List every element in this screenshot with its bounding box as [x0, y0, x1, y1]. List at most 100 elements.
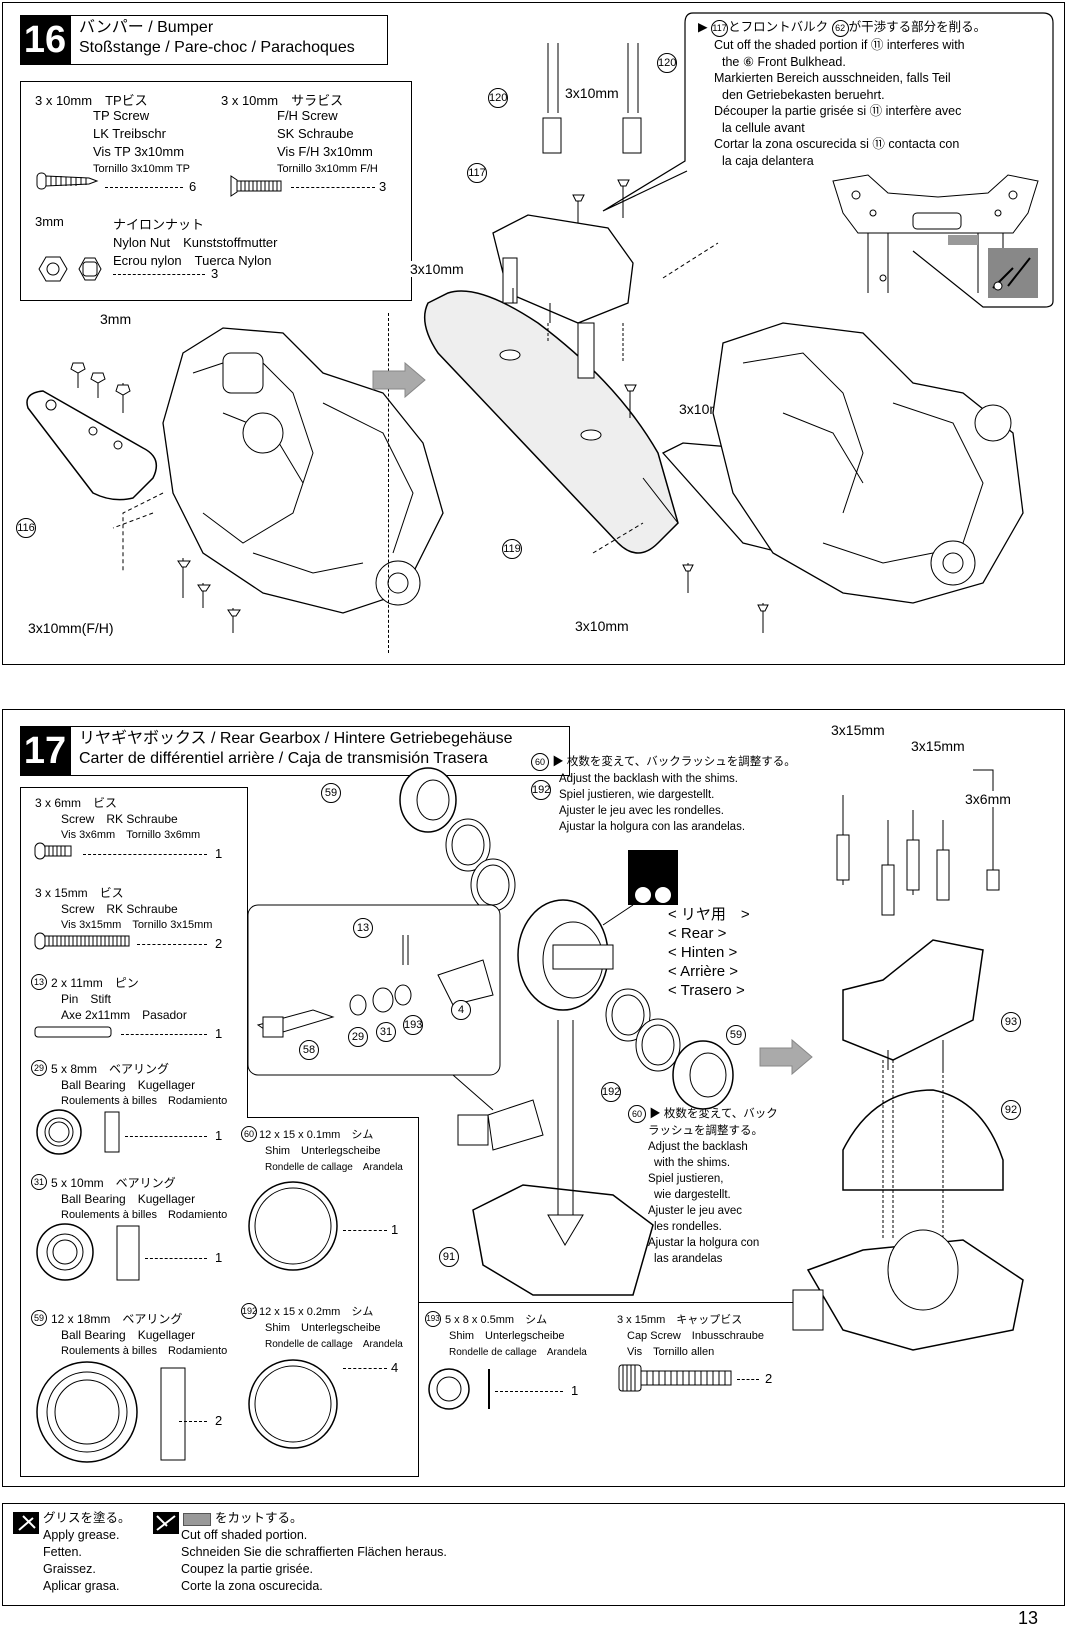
- step17-section: 17 リヤギヤボックス / Rear Gearbox / Hintere Get…: [2, 709, 1065, 1487]
- backlash-ref-60: 60: [531, 753, 549, 771]
- callout-120-right: 120: [657, 53, 677, 73]
- bearing-5x8-icon: [36, 1109, 120, 1155]
- backlash-bottom-en2: with the shims.: [654, 1157, 731, 1169]
- callout-29: 29: [348, 1027, 368, 1047]
- callout-117: 117: [467, 163, 487, 183]
- legend-section: グリスを塗る。 Apply grease. Fetten. Graissez. …: [2, 1503, 1065, 1606]
- extra-2-name-b: Vis Tornillo allen: [627, 1346, 715, 1358]
- pin-icon: [34, 1026, 112, 1038]
- part-6-name-a: Ball Bearing Kugellager: [61, 1328, 196, 1342]
- tp-screw-leader: [105, 187, 183, 188]
- shim-2-name-a: Shim Unterlegscheibe: [265, 1322, 381, 1334]
- callout-31: 31: [376, 1022, 396, 1042]
- callout-4: 4: [451, 1000, 471, 1020]
- screw-bottom-label: 3x10mm: [575, 618, 629, 634]
- nylon-nut-icon: [38, 256, 102, 282]
- nut-name-en-de: Nylon Nut Kunststoffmutter: [113, 235, 278, 250]
- callout-116: 116: [16, 518, 36, 538]
- screw-top-label: 3x10mm: [565, 85, 619, 101]
- backlash-bottom-en1: Adjust the backlash: [648, 1141, 748, 1153]
- callout-91: 91: [439, 1247, 459, 1267]
- step16-number: 16: [20, 15, 70, 65]
- step16-title-line2: Stoßstange / Pare-choc / Parachoques: [79, 39, 355, 56]
- callout-59-bottom: 59: [726, 1025, 746, 1045]
- assembly-divider: [388, 313, 389, 653]
- note-line-fr1: Découper la partie grisée si ⑪ interfère…: [714, 104, 962, 118]
- note-fr-a: Découper la partie grisée si: [714, 104, 867, 118]
- step17-parts-box: 3 x 6mm ビス Screw RK Schraube Vis 3x6mm T…: [20, 787, 248, 1477]
- part-2-count: 2: [215, 936, 223, 951]
- note-line-en1: Cut off the shaded portion if ⑪ interfer…: [714, 38, 965, 52]
- shim-2-id: 192: [241, 1303, 257, 1319]
- legend-cut: をカットする。 Cut off shaded portion. Schneide…: [181, 1510, 447, 1595]
- callout-119: 119: [502, 539, 522, 559]
- part-5-name-b: Roulements à billes Rodamiento: [61, 1209, 228, 1221]
- cut-shaded-icon: [988, 248, 1038, 298]
- backlash-bottom-jp1: 枚数を変えて、バック: [663, 1108, 778, 1120]
- shim-1-id: 60: [241, 1126, 257, 1142]
- part-3-name-a: Pin Stift: [61, 992, 112, 1006]
- note-line-en2: the ⑥ Front Bulkhead.: [722, 54, 846, 69]
- rear-labels: < リヤ用 > < Rear > < Hinten > < Arrière > …: [668, 905, 750, 1000]
- callout-193: 193: [403, 1015, 423, 1035]
- part-5-id: 31: [31, 1174, 47, 1190]
- part-3-name-b: Axe 2x11mm Pasador: [61, 1008, 187, 1022]
- bearing-12x18-icon: [36, 1361, 186, 1463]
- fh-screw-count: 3: [379, 179, 387, 194]
- nut-size: 3mm: [35, 214, 64, 229]
- part-5-count: 1: [215, 1250, 223, 1265]
- part-3-size: 2 x 11mm ピン: [51, 976, 139, 990]
- rear-label-fr: < Arrière >: [668, 963, 739, 980]
- cut-en: Cut off shaded portion.: [181, 1528, 308, 1542]
- callout-13: 13: [353, 918, 373, 938]
- backlash-top-line1: 60 ▶ 枚数を変えて、バックラッシュを調整する。: [531, 753, 796, 771]
- fh-screw-name-de: SK Schraube: [277, 126, 354, 141]
- rear-label-de: < Hinten >: [668, 944, 738, 961]
- note-ref-117: 117: [711, 20, 729, 37]
- page-number: 13: [1017, 1608, 1038, 1628]
- tp-screw-count: 6: [189, 179, 197, 194]
- shim-1-leader: [343, 1230, 387, 1231]
- fh-screw-size: 3 x 10mm サラビス: [221, 93, 344, 108]
- part-6-leader: [179, 1421, 207, 1422]
- part-4-id: 29: [31, 1060, 47, 1076]
- front-chassis-drawing-left: [26, 327, 444, 633]
- nut-3mm-label: 3mm: [100, 311, 132, 327]
- backlash-ref-192: 192: [531, 780, 551, 800]
- part-6-size: 12 x 18mm ベアリング: [51, 1312, 183, 1326]
- backlash-bottom-jp2: ラッシュを調整する。: [648, 1125, 763, 1137]
- step17-shim-box: 60 12 x 15 x 0.1mm シム Shim Unterlegschei…: [241, 1117, 419, 1477]
- extra-1-id: 193: [425, 1311, 441, 1327]
- note-es-a: Cortar la zona oscurecida si: [714, 137, 869, 151]
- part-4-count: 1: [215, 1128, 223, 1143]
- cut-icon: [153, 1512, 179, 1534]
- extra-2-leader: [737, 1379, 759, 1380]
- part-3-leader: [121, 1034, 207, 1035]
- part-5-leader: [145, 1258, 207, 1259]
- backlash-top-fr: Ajuster le jeu avec les rondelles.: [559, 805, 724, 817]
- part-6-count: 2: [215, 1413, 223, 1428]
- tp-screw-name-de: LK Treibschr: [93, 126, 166, 141]
- cut-es: Corte la zona oscurecida.: [181, 1579, 323, 1593]
- part-3-id: 13: [31, 974, 47, 990]
- note-en-c: the: [722, 54, 740, 69]
- grease-es: Aplicar grasa.: [43, 1579, 120, 1593]
- backlash-ref-60-b: 60: [628, 1105, 646, 1123]
- rear-label-en: < Rear >: [668, 925, 727, 942]
- backlash-top-en: Adjust the backlash with the shims.: [559, 773, 738, 785]
- grease-icon: [13, 1512, 39, 1534]
- backlash-bottom-es2: las arandelas: [654, 1253, 723, 1265]
- screw-fh-label: 3x10mm(F/H): [28, 620, 114, 636]
- shim-0.2-icon: [248, 1359, 338, 1449]
- rear-gearbox-assembled-drawing: [792, 769, 1024, 1351]
- part-2-leader: [137, 944, 207, 945]
- note-jp-a: とフロントバルク: [728, 20, 829, 34]
- note-en-b: interferes with: [886, 38, 965, 52]
- callout-120-left: 120: [488, 88, 508, 108]
- extra-2-count: 2: [765, 1371, 773, 1386]
- note-en-d: Front Bulkhead.: [757, 54, 846, 69]
- part-4-name-a: Ball Bearing Kugellager: [61, 1078, 196, 1092]
- shim-1-size: 12 x 15 x 0.1mm シム: [259, 1129, 374, 1141]
- note-en-a: Cut off the shaded portion if: [714, 38, 868, 52]
- bumper-foam-drawing: [423, 43, 719, 554]
